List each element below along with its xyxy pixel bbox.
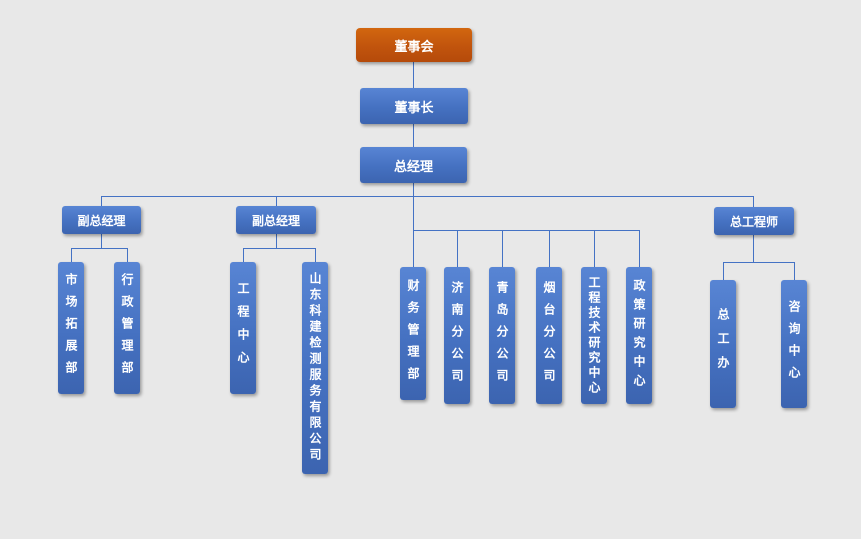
connector-drop-eng-tech bbox=[594, 230, 595, 267]
org-node-policy-research-center: 政策研究中心 bbox=[626, 267, 652, 404]
org-node-consulting-center-label: 咨询中心 bbox=[787, 300, 801, 388]
org-node-market-dept: 市场拓展部 bbox=[58, 262, 84, 394]
org-node-jinan-branch: 济南分公司 bbox=[444, 267, 470, 404]
org-node-finance-dept-label: 财务管理部 bbox=[406, 278, 420, 389]
connector-deputy2-stem bbox=[276, 234, 277, 248]
org-node-deputy-gm-2: 副总经理 bbox=[236, 206, 316, 234]
org-node-chief-engineer-office: 总工办 bbox=[710, 280, 736, 408]
connector-chairman-gm bbox=[413, 124, 414, 147]
connector-drop-yantai bbox=[549, 230, 550, 267]
connector-deputy1-bus bbox=[71, 248, 128, 249]
org-node-jinan-branch-label: 济南分公司 bbox=[450, 280, 464, 391]
connector-drop-market bbox=[71, 248, 72, 262]
org-node-engineering-center-label: 工程中心 bbox=[236, 282, 250, 374]
org-node-admin-dept-label: 行政管理部 bbox=[120, 273, 134, 383]
org-node-deputy-gm-2-label: 副总经理 bbox=[251, 213, 300, 228]
org-node-engineering-center: 工程中心 bbox=[230, 262, 256, 394]
connector-drop-admin bbox=[127, 248, 128, 262]
org-node-general-manager: 总经理 bbox=[360, 147, 467, 183]
connector-deputy2-bus bbox=[243, 248, 316, 249]
org-node-shandong-kejian: 山东科建检测服务有限公司 bbox=[302, 262, 328, 474]
connector-drop-finance bbox=[413, 230, 414, 267]
org-node-admin-dept: 行政管理部 bbox=[114, 262, 140, 394]
connector-drop-ce-office bbox=[723, 262, 724, 280]
connector-drop-deputy-gm-1 bbox=[101, 196, 102, 206]
org-node-yantai-branch-label: 烟台分公司 bbox=[542, 280, 556, 391]
org-node-chief-engineer: 总工程师 bbox=[714, 207, 794, 235]
org-node-deputy-gm-1: 副总经理 bbox=[62, 206, 141, 234]
connector-drop-policy bbox=[639, 230, 640, 267]
connector-chief-eng-bus bbox=[723, 262, 795, 263]
org-node-chairman-label: 董事长 bbox=[394, 100, 434, 116]
org-node-deputy-gm-1-label: 副总经理 bbox=[77, 213, 126, 228]
connector-board-chairman bbox=[413, 62, 414, 88]
org-node-qingdao-branch: 青岛分公司 bbox=[489, 267, 515, 404]
connector-chief-eng-stem bbox=[753, 235, 754, 262]
connector-drop-deputy-gm-2 bbox=[276, 196, 277, 206]
connector-main-bus bbox=[101, 196, 754, 197]
org-node-consulting-center: 咨询中心 bbox=[781, 280, 807, 408]
connector-drop-consulting bbox=[794, 262, 795, 280]
org-node-shandong-kejian-label: 山东科建检测服务有限公司 bbox=[308, 272, 322, 464]
connector-center-stem bbox=[413, 196, 414, 230]
org-node-chief-engineer-label: 总工程师 bbox=[729, 214, 778, 229]
connector-drop-eng-center bbox=[243, 248, 244, 262]
org-node-eng-tech-research-center-label: 工程技术研究中心 bbox=[587, 275, 601, 396]
connector-drop-chief-engineer bbox=[753, 196, 754, 207]
org-node-policy-research-center-label: 政策研究中心 bbox=[632, 278, 646, 393]
connector-drop-jinan bbox=[457, 230, 458, 267]
connector-gm-stem bbox=[413, 183, 414, 196]
org-node-eng-tech-research-center: 工程技术研究中心 bbox=[581, 267, 607, 404]
org-node-market-dept-label: 市场拓展部 bbox=[64, 273, 78, 383]
org-node-finance-dept: 财务管理部 bbox=[400, 267, 426, 400]
org-node-chief-engineer-office-label: 总工办 bbox=[716, 308, 730, 380]
org-node-general-manager-label: 总经理 bbox=[393, 159, 433, 175]
org-node-chairman: 董事长 bbox=[360, 88, 468, 124]
connector-drop-qingdao bbox=[502, 230, 503, 267]
org-node-yantai-branch: 烟台分公司 bbox=[536, 267, 562, 404]
connector-middle-bus bbox=[413, 230, 640, 231]
connector-deputy1-stem bbox=[101, 234, 102, 248]
org-node-qingdao-branch-label: 青岛分公司 bbox=[495, 280, 509, 391]
connector-drop-shandong bbox=[315, 248, 316, 262]
org-node-board: 董事会 bbox=[356, 28, 472, 62]
org-node-board-label: 董事会 bbox=[394, 39, 434, 55]
